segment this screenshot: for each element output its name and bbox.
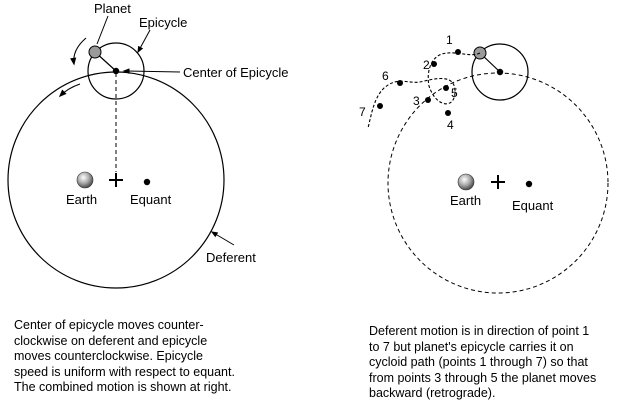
epicycle-label-leader xyxy=(137,29,151,54)
left-figure: Planet Epicycle Center of Epicycle Earth… xyxy=(7,1,289,289)
cycloid-point-2 xyxy=(431,61,437,67)
earth-icon-right xyxy=(457,173,475,191)
epicycle-center-dot xyxy=(112,67,120,75)
deferent-path-dashed xyxy=(387,72,609,294)
cycloid-label-4: 4 xyxy=(447,118,454,132)
cycloid-point-4 xyxy=(445,110,451,116)
epicycle-circle-right xyxy=(471,43,529,101)
cycloid-label-5: 5 xyxy=(451,86,458,100)
deferent-center-cross xyxy=(109,173,123,187)
deferent-motion-arrow xyxy=(58,83,81,98)
center-of-epicycle-label: Center of Epicycle xyxy=(183,65,289,80)
cycloid-point-1 xyxy=(455,49,461,55)
center-of-epicycle-leader xyxy=(122,68,181,74)
left-caption-line: moves counterclockwise. Epicycle xyxy=(14,349,203,363)
planet-label-leader xyxy=(96,15,109,45)
deferent-center-cross-right xyxy=(491,175,505,189)
cycloid-points xyxy=(377,49,461,116)
left-caption-line: speed is uniform with respect to equant. xyxy=(14,364,235,379)
right-figure: 1 2 3 4 5 6 7 Earth Equant xyxy=(359,33,609,294)
earth-label-right: Earth xyxy=(450,193,481,208)
planet-label: Planet xyxy=(94,1,131,16)
cycloid-path xyxy=(367,52,481,129)
right-caption-line: to 7 but planet's epicycle carries it on xyxy=(369,339,574,354)
cycloid-point-7 xyxy=(377,103,383,109)
cycloid-label-6: 6 xyxy=(382,69,389,83)
cycloid-label-3: 3 xyxy=(413,94,420,108)
cycloid-point-3 xyxy=(425,97,431,103)
cycloid-point-6 xyxy=(397,80,403,86)
earth-label: Earth xyxy=(66,192,97,207)
epicycle-motion-arrow xyxy=(70,37,87,66)
equant-dot xyxy=(143,178,151,186)
left-caption-line: Center of epicycle moves counter- xyxy=(14,318,204,332)
equant-label-right: Equant xyxy=(512,198,554,213)
deferent-label: Deferent xyxy=(206,250,256,265)
cycloid-point-5 xyxy=(443,85,449,91)
cycloid-label-7: 7 xyxy=(359,105,366,119)
right-caption-line: from points 3 through 5 the planet moves xyxy=(369,370,597,385)
equant-dot-right xyxy=(525,180,533,188)
right-caption-line: backward (retrograde). xyxy=(369,386,496,400)
left-caption: Center of epicycle moves counter- clockw… xyxy=(14,318,235,396)
right-caption-line: Deferent motion is in direction of point… xyxy=(369,324,590,338)
right-caption-line: cycloid path (points 1 through 7) so tha… xyxy=(369,355,588,369)
cycloid-label-1: 1 xyxy=(446,33,453,47)
epicycle-center-dot-right xyxy=(496,68,504,76)
left-caption-line: The combined motion is shown at right. xyxy=(14,380,232,394)
equant-label: Equant xyxy=(130,192,172,207)
cycloid-label-2: 2 xyxy=(423,58,430,72)
planet-icon xyxy=(88,45,102,59)
earth-icon xyxy=(76,171,94,189)
right-caption: Deferent motion is in direction of point… xyxy=(369,324,596,402)
epicycle-label: Epicycle xyxy=(139,15,187,30)
deferent-label-leader xyxy=(210,231,235,246)
left-caption-line: clockwise on deferent and epicycle xyxy=(14,333,208,348)
